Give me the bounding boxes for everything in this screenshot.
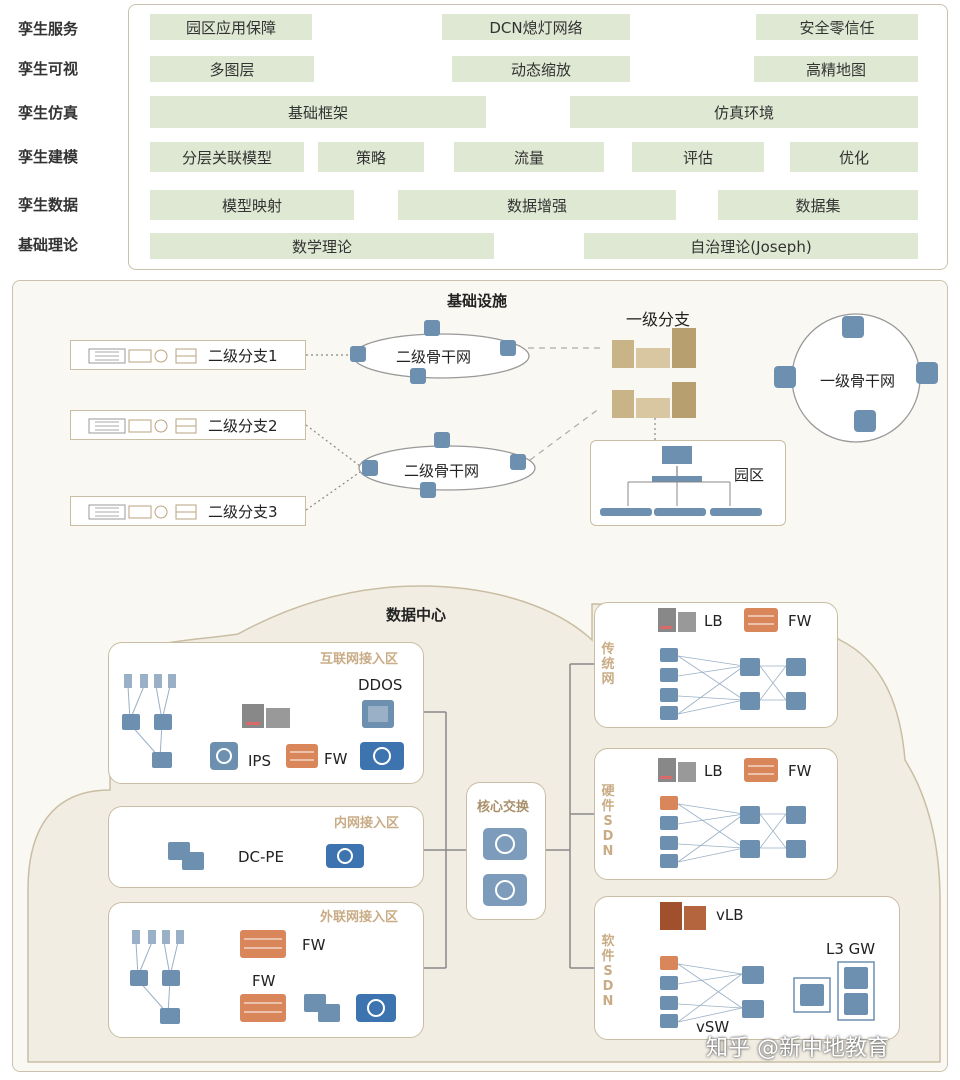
intranet-access-zone	[108, 806, 424, 888]
firewall-icon	[744, 608, 778, 632]
load-balancer-icon	[658, 608, 696, 632]
hw-fw-label: FW	[788, 762, 812, 780]
layer-box: 数据集	[718, 190, 918, 220]
hw-lb-label: LB	[704, 762, 723, 780]
switch-icon	[168, 842, 204, 870]
load-balancer-icon	[658, 758, 696, 782]
server-icon	[242, 704, 290, 728]
layer-box: 数据增强	[398, 190, 676, 220]
layer-box: 数学理论	[150, 233, 494, 259]
primary-branch-label: 一级分支	[626, 310, 691, 329]
traditional-lb-label: LB	[704, 612, 723, 630]
fabric-mesh-icon	[660, 796, 806, 868]
layer-label-visual: 孪生可视	[18, 60, 79, 78]
vsw-label: vSW	[696, 1018, 730, 1036]
layer-label-service: 孪生服务	[18, 20, 79, 38]
dc-title: 数据中心	[386, 606, 447, 624]
layer-box: 自治理论(Joseph)	[584, 233, 918, 259]
internet-zone-label: 互联网接入区	[320, 652, 399, 667]
firewall-icon	[286, 744, 318, 768]
branch-label-3: 二级分支3	[208, 503, 278, 521]
firewall-icon	[744, 758, 778, 782]
layer-label-modeling: 孪生建模	[18, 148, 79, 166]
campus-network-icon	[600, 446, 762, 516]
internet-fw-label: FW	[324, 750, 348, 768]
infra-title: 基础设施	[447, 292, 508, 310]
traditional-fw-label: FW	[788, 612, 812, 630]
gateway-icon	[837, 961, 875, 1021]
fabric-mesh-icon	[660, 648, 806, 720]
switch-tree-icon	[122, 674, 176, 768]
layer-box: 高精地图	[754, 56, 918, 82]
layer-label-data: 孪生数据	[18, 196, 79, 214]
firewall-icon	[240, 930, 286, 958]
layer-box: 流量	[454, 142, 604, 172]
firewall-icon	[240, 994, 286, 1022]
router-cloud-icon	[356, 994, 396, 1022]
vlb-icon	[660, 902, 706, 930]
branch-label-1: 二级分支1	[208, 347, 278, 365]
traditional-network-label: 传统网	[601, 642, 615, 687]
campus-label: 园区	[734, 466, 765, 484]
layer-box: 优化	[790, 142, 918, 172]
building-icon	[612, 328, 696, 368]
branch-box-2	[70, 410, 306, 440]
secondary-backbone-ring-2	[358, 432, 536, 498]
router-cloud-icon	[360, 742, 404, 770]
software-sdn-label: 软件SDN	[601, 934, 615, 1009]
ddos-label: DDOS	[358, 676, 403, 694]
layer-box: 评估	[632, 142, 764, 172]
dc-pe-label: DC-PE	[238, 848, 284, 866]
layer-box: 安全零信任	[756, 14, 918, 40]
layer-box: DCN熄灯网络	[442, 14, 630, 40]
core-router-icon	[483, 874, 527, 906]
layer-label-simulation: 孪生仿真	[18, 104, 79, 122]
switch-tree-icon	[130, 930, 184, 1024]
building-icon	[612, 382, 696, 418]
core-router-icon	[483, 828, 527, 860]
secondary-backbone-label-2: 二级骨干网	[404, 462, 480, 480]
branch-label-2: 二级分支2	[208, 417, 278, 435]
intranet-zone-label: 内网接入区	[334, 816, 400, 831]
gateway-icon	[793, 977, 831, 1013]
extranet-fw-label-1: FW	[302, 936, 326, 954]
layer-box: 多图层	[150, 56, 314, 82]
twin-layers-panel	[128, 4, 948, 270]
layer-box: 仿真环境	[570, 96, 918, 128]
primary-backbone-label: 一级骨干网	[820, 372, 896, 390]
vsw-mesh-icon	[660, 956, 764, 1028]
layer-box: 模型映射	[150, 190, 354, 220]
layer-box: 动态缩放	[452, 56, 630, 82]
vlb-label: vLB	[716, 906, 744, 924]
layer-label-theory: 基础理论	[18, 236, 79, 254]
switch-icon	[304, 994, 340, 1022]
router-cloud-icon	[326, 844, 364, 868]
layer-box: 分层关联模型	[150, 142, 304, 172]
primary-backbone-ring	[774, 313, 938, 443]
ddos-device-icon	[362, 700, 394, 728]
secondary-backbone-ring-1	[350, 320, 530, 384]
layer-box: 策略	[318, 142, 424, 172]
layer-box: 基础框架	[150, 96, 486, 128]
hardware-sdn-label: 硬件SDN	[601, 784, 615, 859]
branch-devices-icon	[88, 418, 197, 434]
secondary-backbone-label-1: 二级骨干网	[396, 348, 472, 366]
extranet-fw-label-2: FW	[252, 972, 276, 990]
branch-devices-icon	[88, 504, 197, 520]
ips-device-icon	[210, 742, 238, 770]
l3gw-label: L3 GW	[826, 940, 876, 958]
branch-box-3	[70, 496, 306, 526]
watermark: 知乎 @新中地教育	[706, 1036, 889, 1061]
ips-label: IPS	[248, 752, 271, 770]
branch-box-1	[70, 340, 306, 370]
core-switch-label: 核心交换	[477, 800, 530, 815]
branch-devices-icon	[88, 348, 197, 364]
layer-box: 园区应用保障	[150, 14, 312, 40]
extranet-zone-label: 外联网接入区	[320, 910, 399, 925]
